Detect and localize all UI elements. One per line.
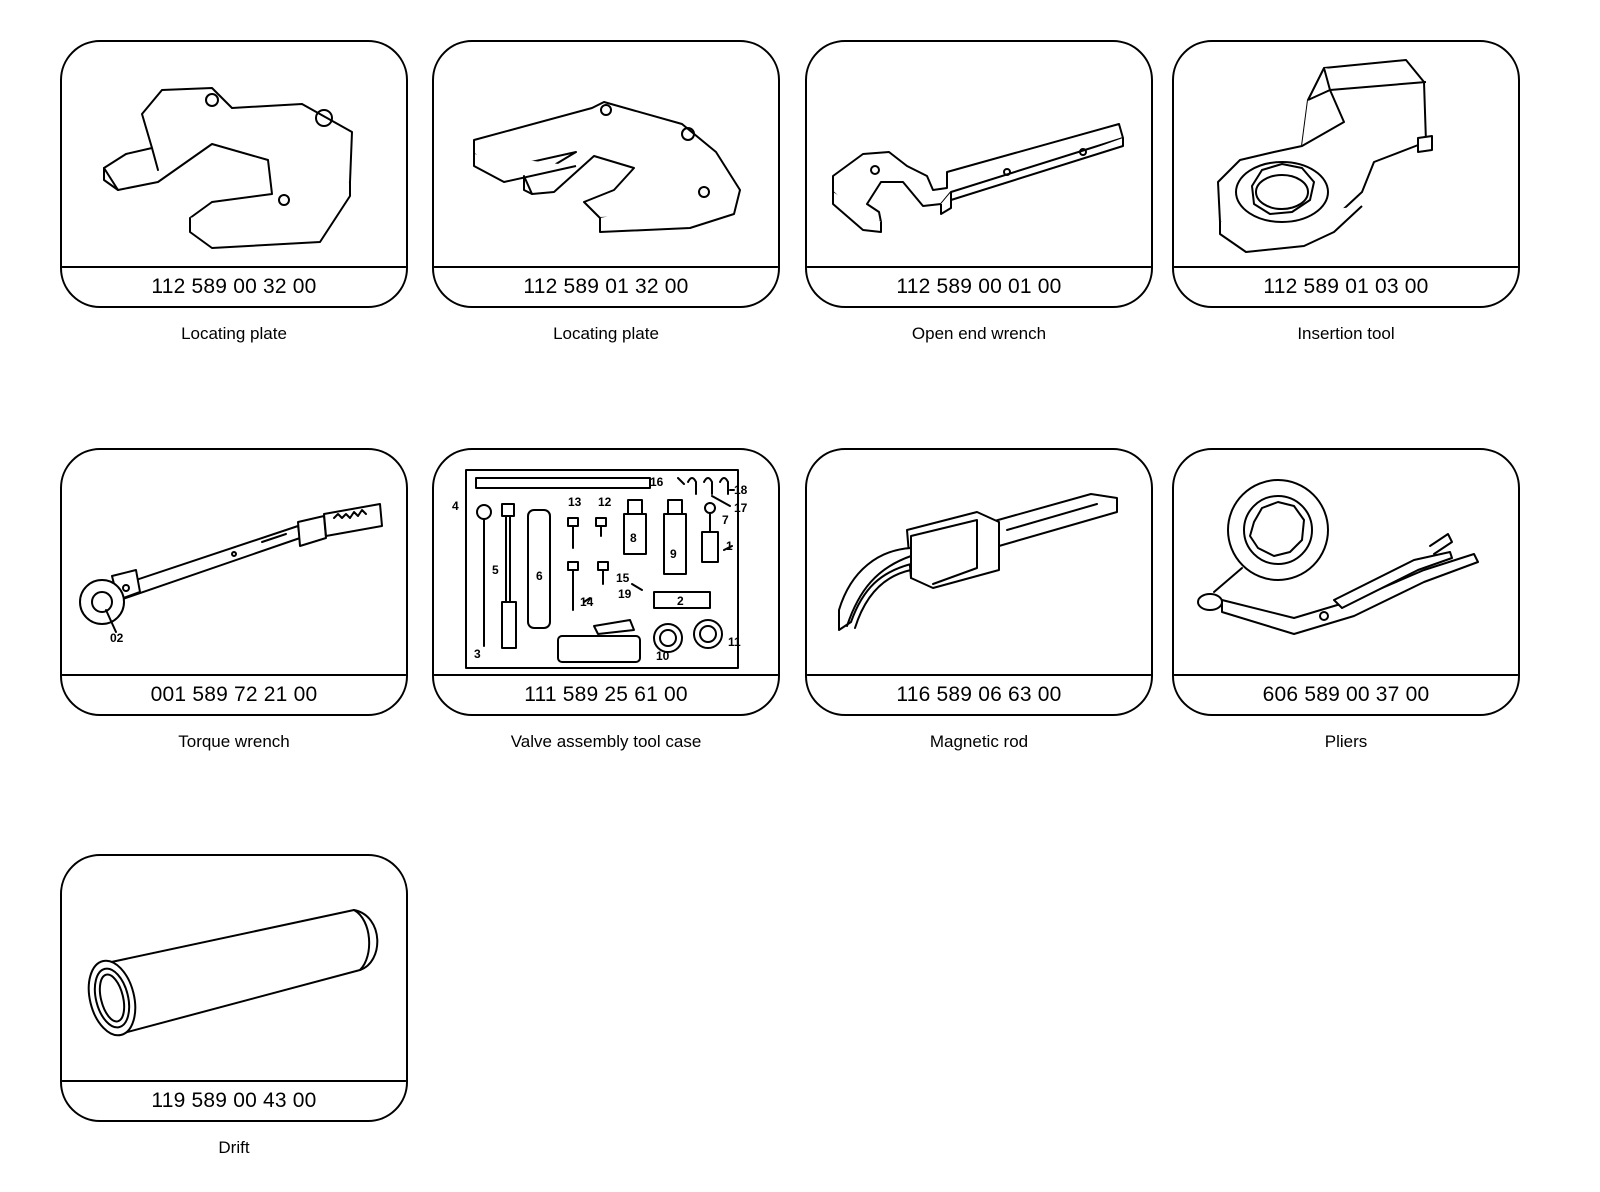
callout-label: 1 — [726, 539, 733, 553]
callout-label: 15 — [616, 571, 630, 585]
open-end-wrench-icon — [832, 123, 1124, 233]
tool-name: Magnetic rod — [929, 732, 1029, 751]
tool-name: Drift — [218, 1138, 250, 1157]
tool-card-torque-wrench: 02 001 589 72 21 00 Torque wrench — [60, 448, 408, 751]
tool-frame: 112 589 00 01 00 — [805, 40, 1153, 308]
tool-name: Locating plate — [553, 324, 659, 343]
callout-label: 6 — [536, 569, 543, 583]
tool-frame: 119 589 00 43 00 — [60, 854, 408, 1122]
insertion-tool-icon — [1217, 59, 1433, 253]
locating-plate-icon — [103, 87, 353, 249]
callout-label: 9 — [670, 547, 677, 561]
part-number: 001 589 72 21 00 — [62, 674, 406, 714]
pliers-icon — [1197, 479, 1479, 635]
callout-label: 10 — [656, 649, 670, 663]
callout-label: 7 — [722, 513, 729, 527]
part-number: 606 589 00 37 00 — [1174, 674, 1518, 714]
tool-frame: 116 589 06 63 00 — [805, 448, 1153, 716]
tool-card-valve-tool-case: 1 2 3 4 5 6 7 8 9 10 11 12 13 14 15 16 1… — [432, 448, 780, 751]
magnetic-rod-icon — [838, 493, 1118, 631]
torque-wrench-icon: 02 — [79, 503, 383, 645]
tool-frame: 112 589 01 03 00 — [1172, 40, 1520, 308]
tool-name: Open end wrench — [911, 324, 1047, 343]
part-number: 119 589 00 43 00 — [62, 1080, 406, 1120]
tool-name: Valve assembly tool case — [510, 732, 702, 751]
tool-name: Pliers — [1324, 732, 1368, 751]
part-number: 112 589 01 03 00 — [1174, 266, 1518, 306]
drift-icon — [87, 909, 379, 1037]
callout-label: 5 — [492, 563, 499, 577]
callout-label: 02 — [110, 631, 124, 645]
tool-card-locating-plate-2: 112 589 01 32 00 Locating plate — [432, 40, 780, 343]
part-number: 111 589 25 61 00 — [434, 674, 778, 714]
tool-card-drift: 119 589 00 43 00 Drift — [60, 854, 408, 1157]
tool-frame: 112 589 01 32 00 — [432, 40, 780, 308]
callout-label: 14 — [580, 595, 594, 609]
part-number: 112 589 00 32 00 — [62, 266, 406, 306]
callout-label: 12 — [598, 495, 612, 509]
callout-label: 16 — [650, 475, 664, 489]
callout-label: 4 — [452, 499, 459, 513]
tool-frame: 1 2 3 4 5 6 7 8 9 10 11 12 13 14 15 16 1… — [432, 448, 780, 716]
callout-label: 8 — [630, 531, 637, 545]
tool-card-magnetic-rod: 116 589 06 63 00 Magnetic rod — [805, 448, 1153, 751]
tool-card-pliers: 606 589 00 37 00 Pliers — [1172, 448, 1520, 751]
callout-label: 13 — [568, 495, 582, 509]
callout-label: 19 — [618, 587, 632, 601]
valve-tool-case-icon: 1 2 3 4 5 6 7 8 9 10 11 12 13 14 15 16 1… — [452, 469, 748, 669]
tool-name: Locating plate — [181, 324, 287, 343]
callout-label: 11 — [728, 635, 741, 649]
tool-frame: 02 001 589 72 21 00 — [60, 448, 408, 716]
tool-card-open-end-wrench: 112 589 00 01 00 Open end wrench — [805, 40, 1153, 343]
part-number: 116 589 06 63 00 — [807, 674, 1151, 714]
tool-name: Insertion tool — [1297, 324, 1395, 343]
tool-frame: 606 589 00 37 00 — [1172, 448, 1520, 716]
tool-name: Torque wrench — [178, 732, 290, 751]
callout-label: 18 — [734, 483, 748, 497]
tool-frame: 112 589 00 32 00 — [60, 40, 408, 308]
part-number: 112 589 00 01 00 — [807, 266, 1151, 306]
part-number: 112 589 01 32 00 — [434, 266, 778, 306]
tool-card-insertion-tool: 112 589 01 03 00 Insertion tool — [1172, 40, 1520, 343]
callout-label: 17 — [734, 501, 748, 515]
locating-plate-icon — [473, 101, 741, 233]
callout-label: 2 — [677, 594, 684, 608]
tool-card-locating-plate-1: 112 589 00 32 00 Locating plate — [60, 40, 408, 343]
callout-label: 3 — [474, 647, 481, 661]
